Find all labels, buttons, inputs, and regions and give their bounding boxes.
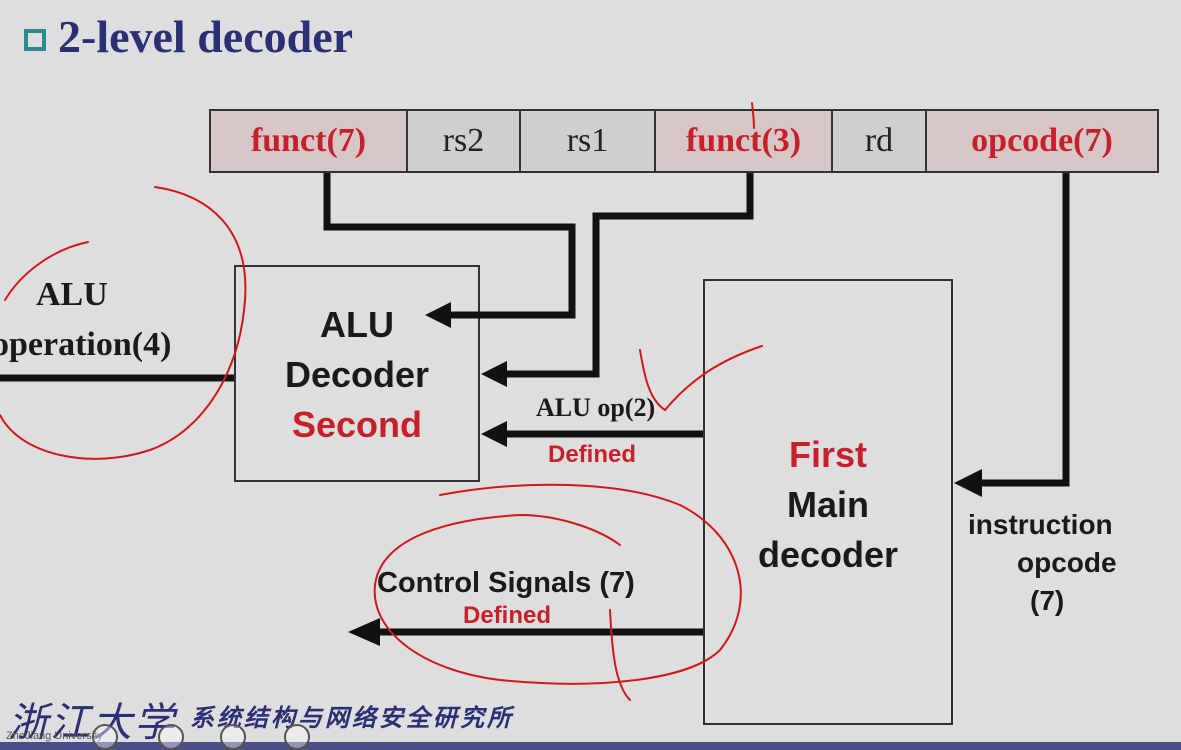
institute-name: 系统结构与网络安全研究所: [190, 704, 514, 732]
title-text: 2-level decoder: [58, 11, 354, 62]
alu-op-defined-tag: Defined: [548, 441, 637, 468]
more-options-icon[interactable]: [220, 724, 246, 750]
university-logo: 浙江大学: [8, 700, 176, 746]
arrowhead-funct3: [481, 361, 507, 387]
alu-decoder-label-2: Decoder: [284, 354, 430, 395]
field-funct7: funct(7): [209, 109, 408, 173]
main-decoder-label-2: Main: [786, 484, 869, 525]
zoom-tool-icon[interactable]: [284, 724, 310, 750]
field-funct3: funct(3): [654, 109, 833, 173]
instruction-opcode-label-1: instruction: [968, 509, 1113, 540]
annotation-stroke-control-signals: [609, 609, 631, 701]
footer-bar: [0, 742, 1181, 750]
field-rd: rd: [831, 109, 927, 173]
main-decoder-label-1: First: [788, 434, 867, 475]
footer: 浙江大学 系统结构与网络安全研究所 ZheJiang University: [0, 690, 1181, 750]
alu-decoder-label-1: ALU: [320, 304, 394, 345]
field-rs1: rs1: [519, 109, 656, 173]
alu-operation-label-1: ALU: [36, 276, 108, 313]
wire-opcode: [980, 173, 1070, 487]
arrowhead-alu-op: [481, 421, 507, 447]
square-bullet-icon: [24, 28, 46, 51]
instruction-opcode-label-2: opcode: [1017, 547, 1117, 578]
arrowhead-control-signals: [348, 618, 380, 646]
instruction-opcode-label-3: (7): [1030, 585, 1065, 616]
main-decoder-label-3: decoder: [757, 534, 899, 575]
instruction-fields: funct(7) rs2 rs1 funct(3) rd opcode(7): [209, 109, 1159, 173]
alu-decoder-label-3: Second: [291, 404, 423, 445]
university-subtitle: ZheJiang University: [6, 730, 103, 742]
alu-op-label: ALU op(2): [536, 393, 656, 422]
slide-tool-icon[interactable]: [158, 724, 184, 750]
annotation-circle-alu-operation: [0, 186, 247, 460]
field-rs2: rs2: [406, 109, 521, 173]
alu-operation-label-2: operation(4): [0, 326, 172, 363]
control-signals-defined-tag: Defined: [463, 602, 552, 629]
slide-title: 2-level decoder: [24, 10, 353, 63]
arrowhead-opcode: [954, 469, 982, 497]
field-opcode: opcode(7): [925, 109, 1159, 173]
pen-tool-icon[interactable]: [92, 724, 118, 750]
control-signals-label: Control Signals (7): [377, 567, 635, 599]
